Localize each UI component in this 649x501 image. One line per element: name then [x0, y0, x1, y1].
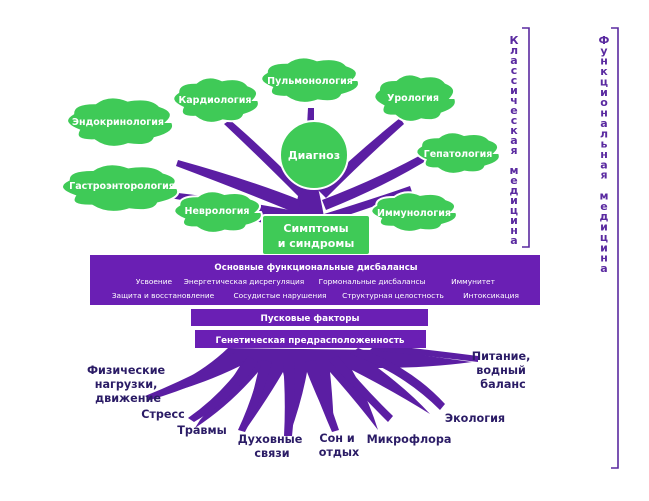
branch-upper-left	[224, 120, 304, 196]
root-label-microflora: Микрофлора	[367, 433, 452, 446]
roots-group	[145, 344, 478, 436]
leaf-cardiology	[172, 76, 260, 124]
root-label-nutrition: Питание, водный баланс	[472, 350, 535, 391]
dysbalances-band	[90, 255, 540, 305]
branch-left	[176, 160, 300, 214]
leaf-label-hepatology: Гепатология	[424, 149, 493, 160]
classical-medicine-bracket	[522, 27, 530, 248]
leaf-endocrinology	[66, 96, 175, 148]
leaf-hepatology	[415, 131, 501, 175]
dysbalance-item: Структурная целостность	[342, 291, 444, 300]
genetics-bar	[195, 330, 426, 348]
dysbalance-item: Защита и восстановление	[112, 291, 215, 300]
root-labels-group: Физические нагрузки, движение Стресс Тра…	[87, 350, 535, 460]
leaf-neurology	[173, 190, 263, 234]
symptoms-label-line2: и синдромы	[278, 237, 355, 250]
leaf-label-cardiology: Кардиология	[178, 95, 251, 106]
genetics-label: Генетическая предрасположенность	[215, 336, 404, 346]
root-label-stress: Стресс	[141, 408, 185, 421]
dysbalances-title: Основные функциональные дисбалансы	[214, 262, 417, 273]
leaf-pulmonology	[260, 56, 360, 104]
root-mass	[148, 348, 472, 434]
triggers-label: Пусковые факторы	[261, 314, 360, 324]
symptoms-label-line1: Симптомы	[283, 222, 348, 235]
root-left-far	[145, 352, 246, 400]
dysbalance-item: Интоксикация	[463, 291, 519, 300]
root-mid	[283, 362, 295, 436]
leaf-urology	[373, 73, 457, 123]
leaf-label-gastroenterology: Гастроэнторология	[69, 181, 175, 192]
root-mid-left	[238, 360, 272, 432]
dysbalance-item: Гормональные дисбалансы	[319, 277, 426, 286]
root-right-far	[350, 348, 445, 410]
dysbalance-item: Сосудистые нарушения	[234, 291, 327, 300]
root-far-right	[370, 344, 478, 362]
root-mid-right	[305, 360, 339, 432]
leaf-label-pulmonology: Пульмонология	[267, 76, 353, 87]
functional-medicine-bracket	[611, 27, 619, 469]
root-right	[328, 356, 393, 422]
root-label-spiritual: Духовные связи	[238, 433, 307, 460]
dysbalance-item: Иммунитет	[451, 277, 496, 286]
diagnosis-circle	[279, 120, 349, 190]
branch-right-mid	[322, 150, 434, 210]
leaves-group: Эндокринология Кардиология ПульмонологияУр…	[61, 56, 501, 234]
diagnosis-label: Диагноз	[288, 149, 340, 162]
branch-right-low	[324, 186, 412, 222]
dysbalance-item: Энергетическая дисрегуляция	[184, 277, 304, 286]
root-label-trauma: Травмы	[177, 424, 227, 437]
dysbalance-item: Усвоение	[136, 277, 173, 286]
root-label-sleep: Сон и отдых	[319, 432, 360, 459]
triggers-bar	[191, 309, 428, 326]
leaf-label-urology: Урология	[387, 93, 439, 104]
root-left	[188, 356, 258, 422]
leaf-immunology	[370, 191, 458, 233]
leaf-label-neurology: Неврология	[185, 206, 250, 217]
leaf-label-endocrinology: Эндокринология	[72, 117, 164, 128]
leaf-label-immunology: Иммунология	[377, 208, 451, 219]
root-label-ecology: Экология	[445, 412, 505, 425]
root-label-physical: Физические нагрузки, движение	[87, 364, 169, 405]
leaf-gastroenterology	[61, 163, 180, 213]
